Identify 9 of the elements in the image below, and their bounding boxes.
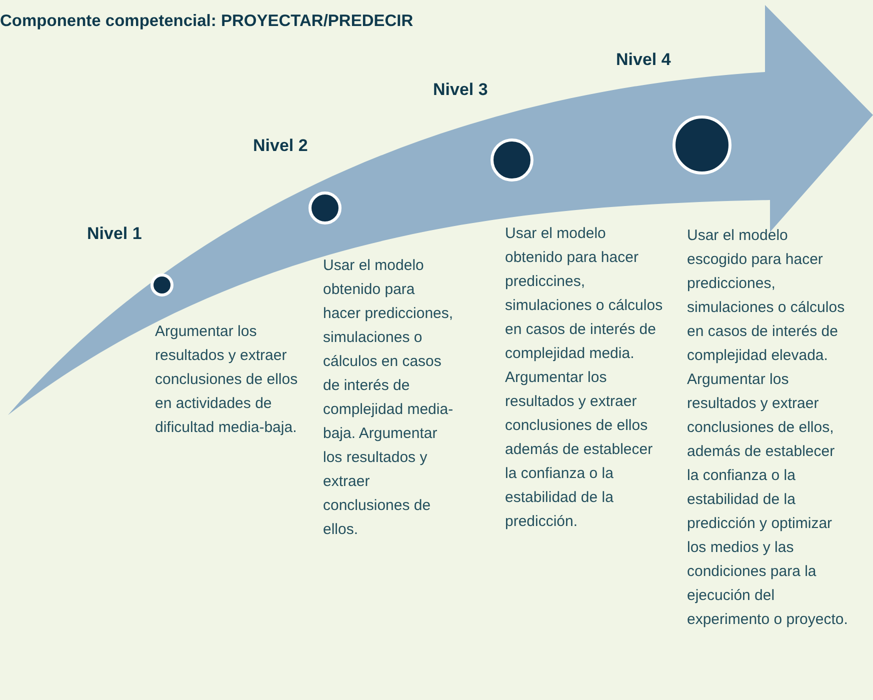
level-description: Argumentar los resultados y extraer conclusiones de ellos en actividades de dificultad media-baja. (155, 322, 299, 438)
level-description: Usar el modelo escogido para hacer predicciones, simulaciones o cálculos en casos de interés de complejidad elevada. Argumentar los resultados y extraer conclusiones de ellos, además de establecer la confianza o la estabilidad de la predicción y optimizar los medios y las condiciones para la ejecución del experimento o proyecto. (687, 226, 849, 630)
level-heading: Nivel 1 (87, 224, 142, 244)
level-description: Usar el modelo obtenido para hacer predicciones, simulaciones o cálculos en casos de interés de complejidad media-baja. Argumentar los resultados y extraer conclusiones de ellos. (323, 256, 454, 540)
level-description: Usar el modelo obtenido para hacer prediccines, simulaciones o cálculos en casos de interés de complejidad media. Argumentar los resultados y extraer conclusiones de ellos además de establecer la confianza o la estabilidad de la predicción. (505, 224, 664, 532)
level-heading: Nivel 4 (616, 50, 671, 70)
level-heading: Nivel 3 (433, 80, 488, 100)
title: Componente competencial: PROYECTAR/PREDECIR (0, 12, 414, 31)
level-heading: Nivel 2 (253, 136, 308, 156)
